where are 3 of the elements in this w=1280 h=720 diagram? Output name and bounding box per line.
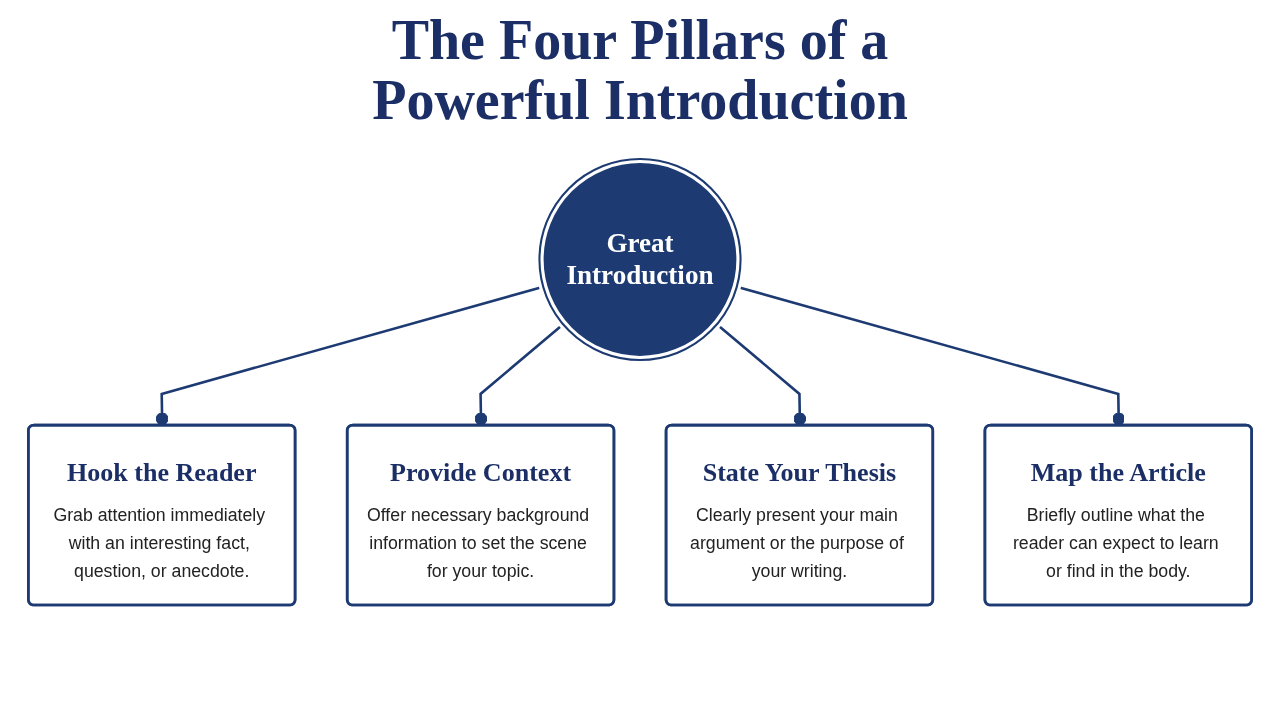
connector — [718, 325, 807, 426]
title: The Four Pillars of a Powerful Introduction — [371, 10, 909, 130]
connector — [474, 325, 562, 426]
